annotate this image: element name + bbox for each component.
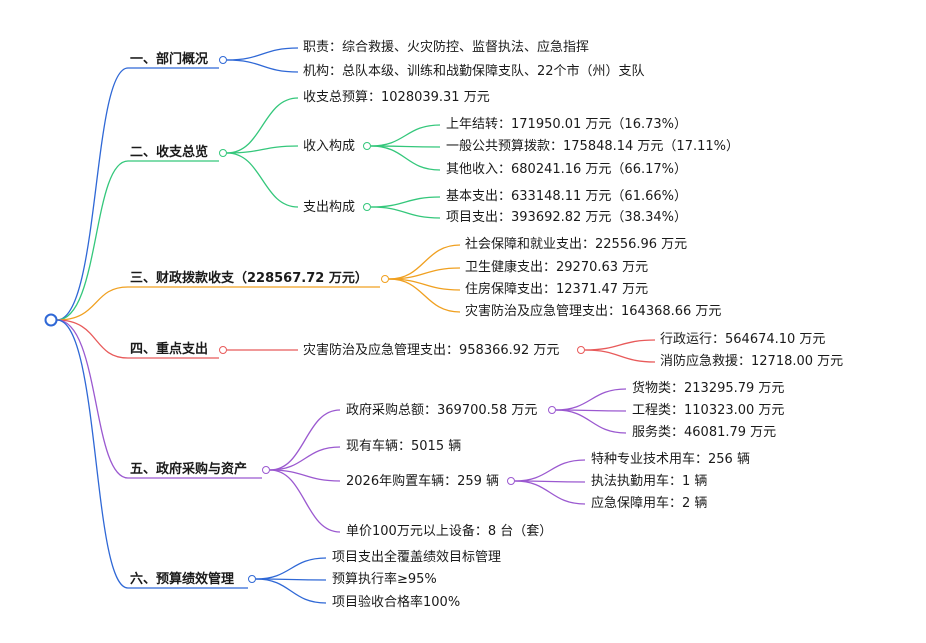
branch-3-node[interactable] — [381, 275, 389, 283]
link-root-b3 — [56, 286, 129, 321]
branch-6-node[interactable] — [248, 575, 256, 583]
link-b5-pur-1 — [514, 459, 586, 482]
b4-child-1[interactable]: 行政运行：564674.10 万元 — [660, 332, 826, 347]
branch-1-label[interactable]: 一、部门概况 — [130, 52, 209, 67]
branch-6-label[interactable]: 六、预算绩效管理 — [130, 572, 235, 587]
b2-total[interactable]: 收支总预算：1028039.31 万元 — [303, 90, 490, 105]
b5-purchase-child-3[interactable]: 应急保障用车：2 辆 — [591, 496, 708, 511]
b5-purchase-label[interactable]: 2026年购置车辆：259 辆 — [346, 474, 500, 489]
link-b2-inc-1 — [370, 124, 441, 147]
link-root-b5 — [56, 319, 129, 479]
link-b2-exp-2 — [370, 206, 441, 219]
branch-4-node[interactable] — [219, 346, 227, 354]
b2-income-node[interactable] — [363, 142, 371, 150]
b3-child-2[interactable]: 卫生健康支出：29270.63 万元 — [465, 260, 649, 275]
b5-procurement-label[interactable]: 政府采购总额：369700.58 万元 — [346, 403, 538, 418]
link-b2-exp-1 — [370, 196, 441, 208]
branch-2-label[interactable]: 二、收支总览 — [130, 145, 209, 160]
b5-procurement-node[interactable] — [548, 406, 556, 414]
b5-purchase-child-1[interactable]: 特种专业技术用车：256 辆 — [591, 452, 750, 467]
b5-procurement-child-2[interactable]: 工程类：110323.00 万元 — [632, 403, 785, 418]
link-b5-purch — [269, 469, 341, 482]
link-b2-income — [226, 145, 299, 154]
b5-vehicles[interactable]: 现有车辆：5015 辆 — [346, 439, 462, 454]
link-root-b2 — [56, 160, 129, 321]
link-b4-1 — [584, 339, 656, 351]
branch-5-node[interactable] — [262, 466, 270, 474]
b6-child-1[interactable]: 项目支出全覆盖绩效目标管理 — [332, 550, 502, 565]
b3-child-3[interactable]: 住房保障支出：12371.47 万元 — [465, 282, 649, 297]
link-b5-proc-3 — [555, 409, 627, 434]
branch-3-label[interactable]: 三、财政拨款收支（228567.72 万元） — [130, 271, 368, 286]
link-b4-2 — [584, 349, 656, 363]
b3-child-1[interactable]: 社会保障和就业支出：22556.96 万元 — [465, 237, 688, 252]
branch-4-label[interactable]: 四、重点支出 — [130, 342, 209, 357]
link-b5-veh — [269, 446, 341, 471]
branch-1-node[interactable] — [219, 56, 227, 64]
link-b2-total — [226, 97, 299, 154]
link-b2-inc-3 — [370, 145, 441, 171]
b2-income-label[interactable]: 收入构成 — [303, 139, 356, 154]
b5-equipment[interactable]: 单价100万元以上设备：8 台（套） — [346, 524, 553, 539]
branch-2-node[interactable] — [219, 149, 227, 157]
link-b1-2 — [226, 59, 299, 73]
branch-5-label[interactable]: 五、政府采购与资产 — [130, 462, 248, 477]
link-b3-4 — [388, 278, 461, 313]
b2-income-child-2[interactable]: 一般公共预算拨款：175848.14 万元（17.11%） — [446, 139, 740, 154]
b2-expense-node[interactable] — [363, 203, 371, 211]
b2-expense-label[interactable]: 支出构成 — [303, 200, 356, 215]
b2-income-child-3[interactable]: 其他收入：680241.16 万元（66.17%） — [446, 162, 688, 177]
link-root-b4 — [56, 319, 129, 359]
root-node[interactable] — [44, 313, 58, 327]
b2-expense-child-1[interactable]: 基本支出：633148.11 万元（61.66%） — [446, 189, 688, 204]
link-b5-equip — [269, 469, 341, 533]
link-root-b1 — [56, 67, 129, 321]
link-root-b6 — [56, 319, 129, 589]
link-b5-proc — [269, 409, 341, 471]
b5-purchase-child-2[interactable]: 执法执勤用车：1 辆 — [591, 474, 708, 489]
link-b2-expense — [226, 152, 299, 208]
link-b6-1 — [255, 557, 327, 580]
b6-child-2[interactable]: 预算执行率≥95% — [332, 572, 437, 587]
link-b1-1 — [226, 47, 299, 61]
b5-procurement-child-1[interactable]: 货物类：213295.79 万元 — [632, 381, 785, 396]
b5-procurement-child-3[interactable]: 服务类：46081.79 万元 — [632, 425, 777, 440]
b1-child-2[interactable]: 机构：总队本级、训练和战勤保障支队、22个市（州）支队 — [303, 64, 645, 79]
b3-child-4[interactable]: 灾害防治及应急管理支出：164368.66 万元 — [465, 304, 722, 319]
b4-child-2[interactable]: 消防应急救援：12718.00 万元 — [660, 354, 844, 369]
b5-purchase-node[interactable] — [507, 477, 515, 485]
b6-child-3[interactable]: 项目验收合格率100% — [332, 595, 461, 610]
b2-income-child-1[interactable]: 上年结转：171950.01 万元（16.73%） — [446, 117, 688, 132]
link-b5-proc-1 — [555, 388, 627, 411]
link-b5-pur-3 — [514, 480, 586, 505]
b2-expense-child-2[interactable]: 项目支出：393692.82 万元（38.34%） — [446, 210, 688, 225]
b4-item-node[interactable] — [577, 346, 585, 354]
b4-item-label[interactable]: 灾害防治及应急管理支出：958366.92 万元 — [303, 343, 560, 358]
link-b3-1 — [388, 244, 461, 280]
link-b6-3 — [255, 578, 327, 604]
b1-child-1[interactable]: 职责：综合救援、火灾防控、监督执法、应急指挥 — [303, 40, 590, 55]
